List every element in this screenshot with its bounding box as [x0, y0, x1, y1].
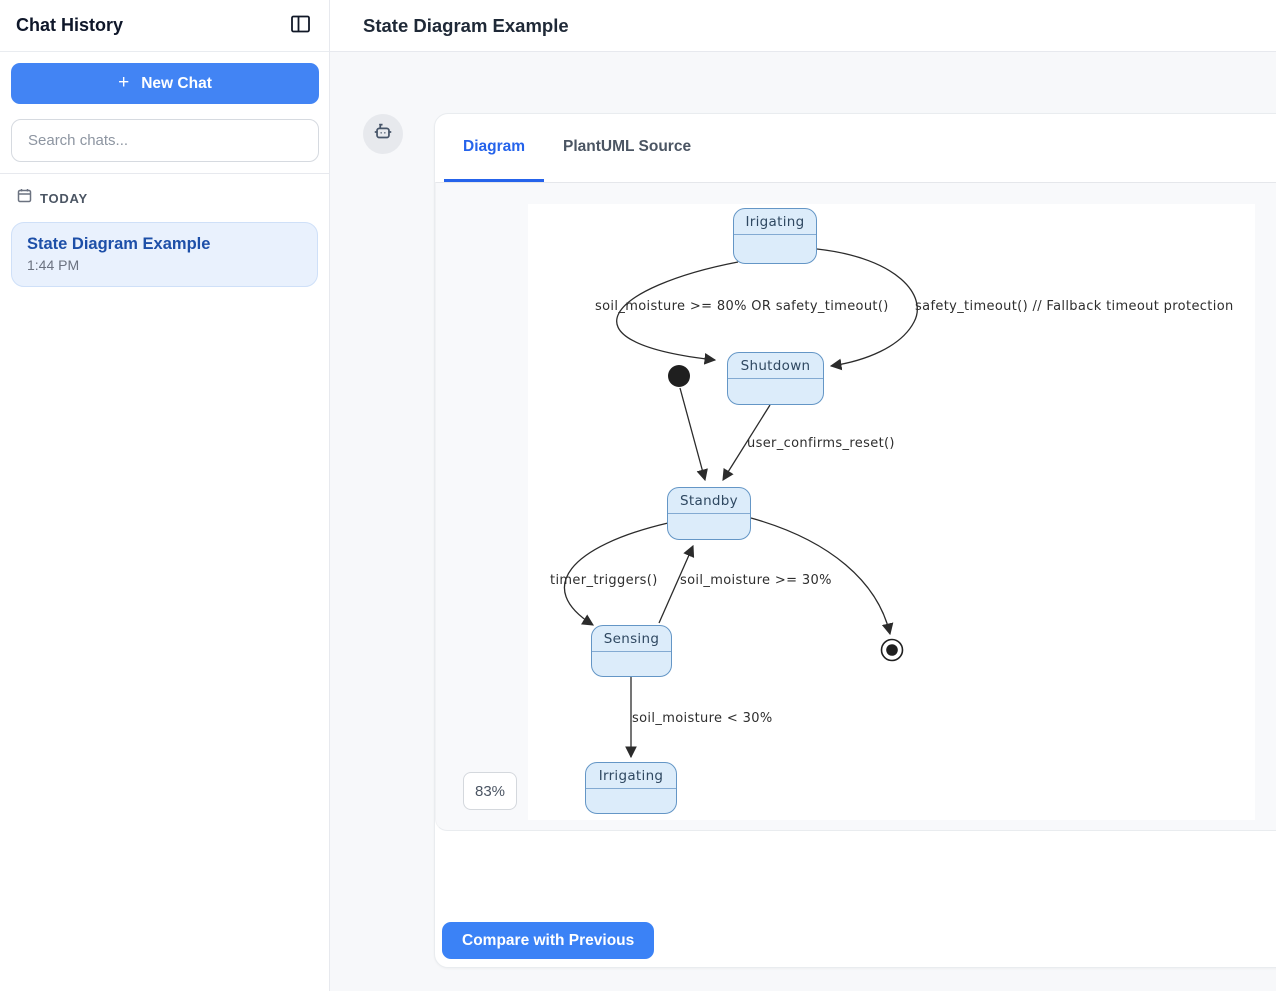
edge-sensing-to-standby	[658, 544, 695, 624]
zoom-level-badge: 83%	[463, 772, 517, 810]
search-input[interactable]	[11, 119, 319, 162]
sidebar-title: Chat History	[16, 15, 124, 35]
edge-irigating-to-shutdown-right	[816, 248, 918, 371]
assistant-message-card: Diagram PlantUML Source	[434, 113, 1276, 968]
state-sensing: Sensing	[591, 625, 672, 677]
edge-initial-to-standby	[679, 387, 708, 482]
diagram-canvas: Irigating Shutdown Standby Sensing Irrig…	[528, 204, 1255, 820]
sidebar-divider	[0, 173, 329, 174]
transition-edges	[563, 248, 918, 759]
calendar-icon	[17, 188, 32, 208]
new-chat-button[interactable]: + New Chat	[11, 63, 319, 104]
state-label: Standby	[668, 488, 750, 514]
edge-standby-to-sensing	[563, 522, 669, 626]
tab-plantuml-source[interactable]: PlantUML Source	[544, 114, 710, 182]
edge-irigating-to-shutdown-left	[616, 261, 739, 365]
new-chat-label: New Chat	[141, 74, 212, 92]
edge-shutdown-to-standby	[722, 404, 771, 481]
chat-area: Diagram PlantUML Source	[330, 52, 1276, 991]
final-state-node	[880, 638, 904, 662]
main-header: State Diagram Example	[330, 0, 1276, 52]
transition-label: safety_timeout() // Fallback timeout pro…	[915, 299, 1234, 314]
transition-label: timer_triggers()	[550, 573, 658, 588]
state-label: Sensing	[592, 626, 671, 652]
compare-with-previous-button[interactable]: Compare with Previous	[442, 922, 655, 959]
panel-left-icon	[290, 14, 311, 37]
main-panel: State Diagram Example Diagram PlantUML S…	[330, 0, 1276, 991]
state-label: Irigating	[734, 209, 816, 235]
tab-diagram[interactable]: Diagram	[444, 114, 545, 182]
collapse-sidebar-button[interactable]	[287, 13, 313, 39]
tab-bar: Diagram PlantUML Source	[435, 114, 1276, 182]
page-title: State Diagram Example	[363, 14, 569, 36]
transition-label: user_confirms_reset()	[747, 436, 895, 451]
chat-item-timestamp: 1:44 PM	[27, 257, 80, 273]
state-shutdown: Shutdown	[727, 352, 824, 405]
sidebar-header: Chat History	[0, 0, 329, 52]
transition-label: soil_moisture < 30%	[632, 711, 773, 726]
sidebar: Chat History + New Chat TODAY S	[0, 0, 330, 991]
state-irigating-top: Irigating	[733, 208, 817, 264]
state-label: Irrigating	[586, 763, 676, 789]
state-standby: Standby	[667, 487, 751, 540]
state-irrigating-bottom: Irrigating	[585, 762, 677, 814]
initial-state-dot	[668, 365, 690, 387]
avatar	[363, 114, 403, 154]
edge-standby-to-final	[750, 517, 894, 636]
transition-label: soil_moisture >= 30%	[680, 573, 832, 588]
bot-icon	[372, 121, 394, 148]
state-label: Shutdown	[728, 353, 823, 379]
chat-list-item[interactable]: State Diagram Example 1:44 PM	[11, 222, 318, 287]
diagram-viewer[interactable]: Irigating Shutdown Standby Sensing Irrig…	[435, 182, 1276, 831]
plus-icon: +	[118, 71, 130, 93]
today-section-header: TODAY	[0, 174, 329, 217]
chat-item-title: State Diagram Example	[27, 235, 211, 253]
transition-label: soil_moisture >= 80% OR safety_timeout()	[595, 299, 889, 314]
today-section-label: TODAY	[40, 190, 88, 206]
